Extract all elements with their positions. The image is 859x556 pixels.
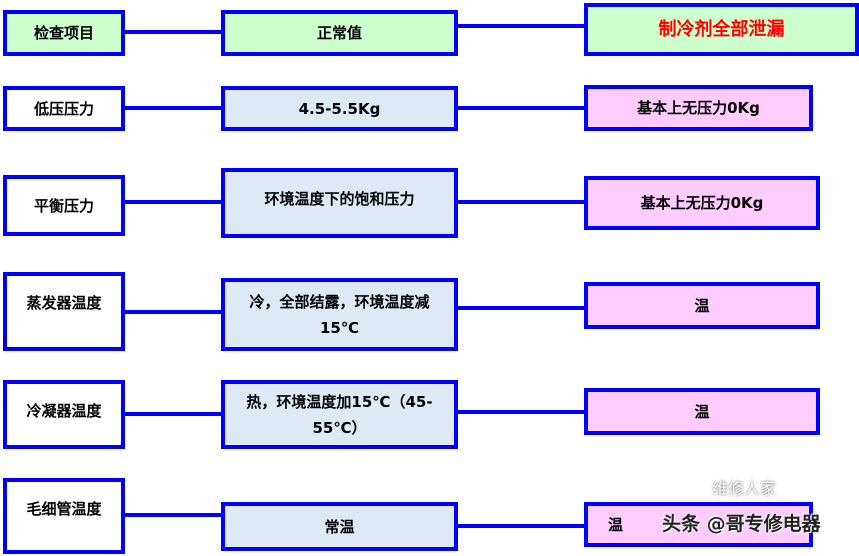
- connector: [124, 310, 222, 314]
- item-balance-pressure: 平衡压力: [3, 175, 125, 236]
- connector: [124, 513, 222, 517]
- fault-low-pressure: 基本上无压力0Kg: [584, 85, 813, 131]
- normal-low-pressure: 4.5-5.5Kg: [221, 86, 458, 131]
- item-condenser-temp: 冷凝器温度: [3, 380, 125, 449]
- item-low-pressure: 低压压力: [3, 86, 125, 131]
- watermark: 头条 @哥专修电器: [662, 513, 821, 535]
- normal-capillary-temp: 常温: [221, 502, 458, 551]
- connector: [457, 24, 585, 28]
- connector: [457, 306, 585, 310]
- fault-capillary-temp: 温: [584, 502, 813, 547]
- header-item: 检查项目: [3, 10, 125, 56]
- connector: [124, 412, 222, 416]
- connector: [124, 30, 222, 34]
- item-evaporator-temp: 蒸发器温度: [3, 272, 125, 351]
- item-capillary-temp: 毛细管温度: [3, 478, 125, 554]
- normal-condenser-temp: 热，环境温度加15℃（45-55℃）: [221, 380, 458, 449]
- watermark-sub: 维修人家: [712, 479, 777, 498]
- header-fault: 制冷剂全部泄漏: [584, 3, 859, 56]
- connector: [124, 200, 222, 204]
- fault-balance-pressure: 基本上无压力0Kg: [584, 176, 820, 230]
- header-normal: 正常值: [221, 10, 458, 56]
- connector: [457, 524, 585, 528]
- normal-evaporator-temp: 冷，全部结露，环境温度减15℃: [221, 278, 458, 351]
- connector: [457, 200, 585, 204]
- connector: [457, 410, 585, 414]
- connector: [124, 106, 222, 110]
- normal-balance-pressure: 环境温度下的饱和压力: [221, 168, 458, 238]
- fault-condenser-temp: 温: [584, 388, 820, 435]
- connector: [457, 106, 585, 110]
- fault-evaporator-temp: 温: [584, 282, 820, 329]
